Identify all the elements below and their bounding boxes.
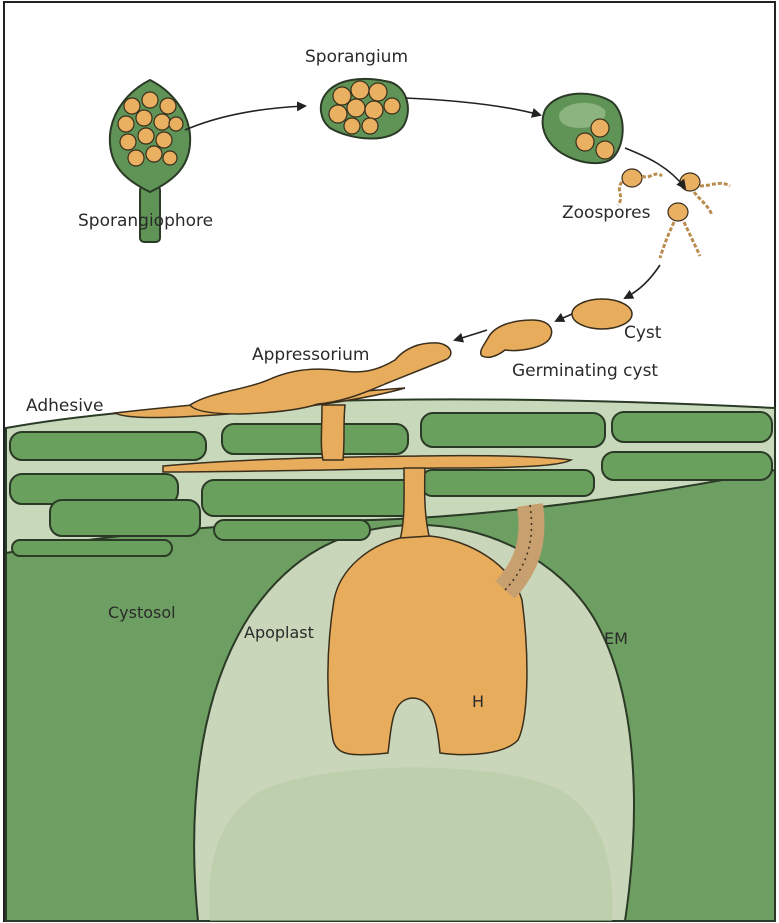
- epidermal-cell: [214, 520, 370, 540]
- label-apoplast: Apoplast: [244, 623, 314, 642]
- epidermal-cell: [422, 470, 594, 496]
- epidermal-cell: [222, 424, 408, 454]
- label-adhesive: Adhesive: [26, 396, 103, 416]
- epidermal-cell: [602, 452, 772, 480]
- label-zoospores: Zoospores: [562, 203, 651, 223]
- apoplast-shade: [209, 768, 612, 922]
- label-sporangiophore: Sporangiophore: [78, 211, 213, 231]
- label-germinating-cyst: Germinating cyst: [512, 361, 658, 381]
- epidermal-cell: [50, 500, 200, 536]
- label-cystosol: Cystosol: [108, 603, 176, 622]
- epidermal-cell: [612, 412, 772, 442]
- epidermal-cell: [421, 413, 605, 447]
- epidermal-cell: [12, 540, 172, 556]
- zoospore: [668, 203, 688, 221]
- epidermal-cell: [10, 432, 206, 460]
- cyst: [572, 299, 632, 329]
- label-h: H: [472, 692, 484, 711]
- label-em: EM: [604, 629, 628, 648]
- sporangium: [321, 79, 408, 139]
- penetration-peg: [321, 405, 345, 460]
- haustorium-neck: [400, 468, 430, 540]
- zoospore: [680, 173, 700, 191]
- epidermal-cell: [202, 480, 420, 516]
- label-sporangium: Sporangium: [305, 47, 408, 67]
- label-cyst: Cyst: [624, 323, 662, 343]
- zoospore: [622, 169, 642, 187]
- label-appressorium: Appressorium: [252, 345, 369, 365]
